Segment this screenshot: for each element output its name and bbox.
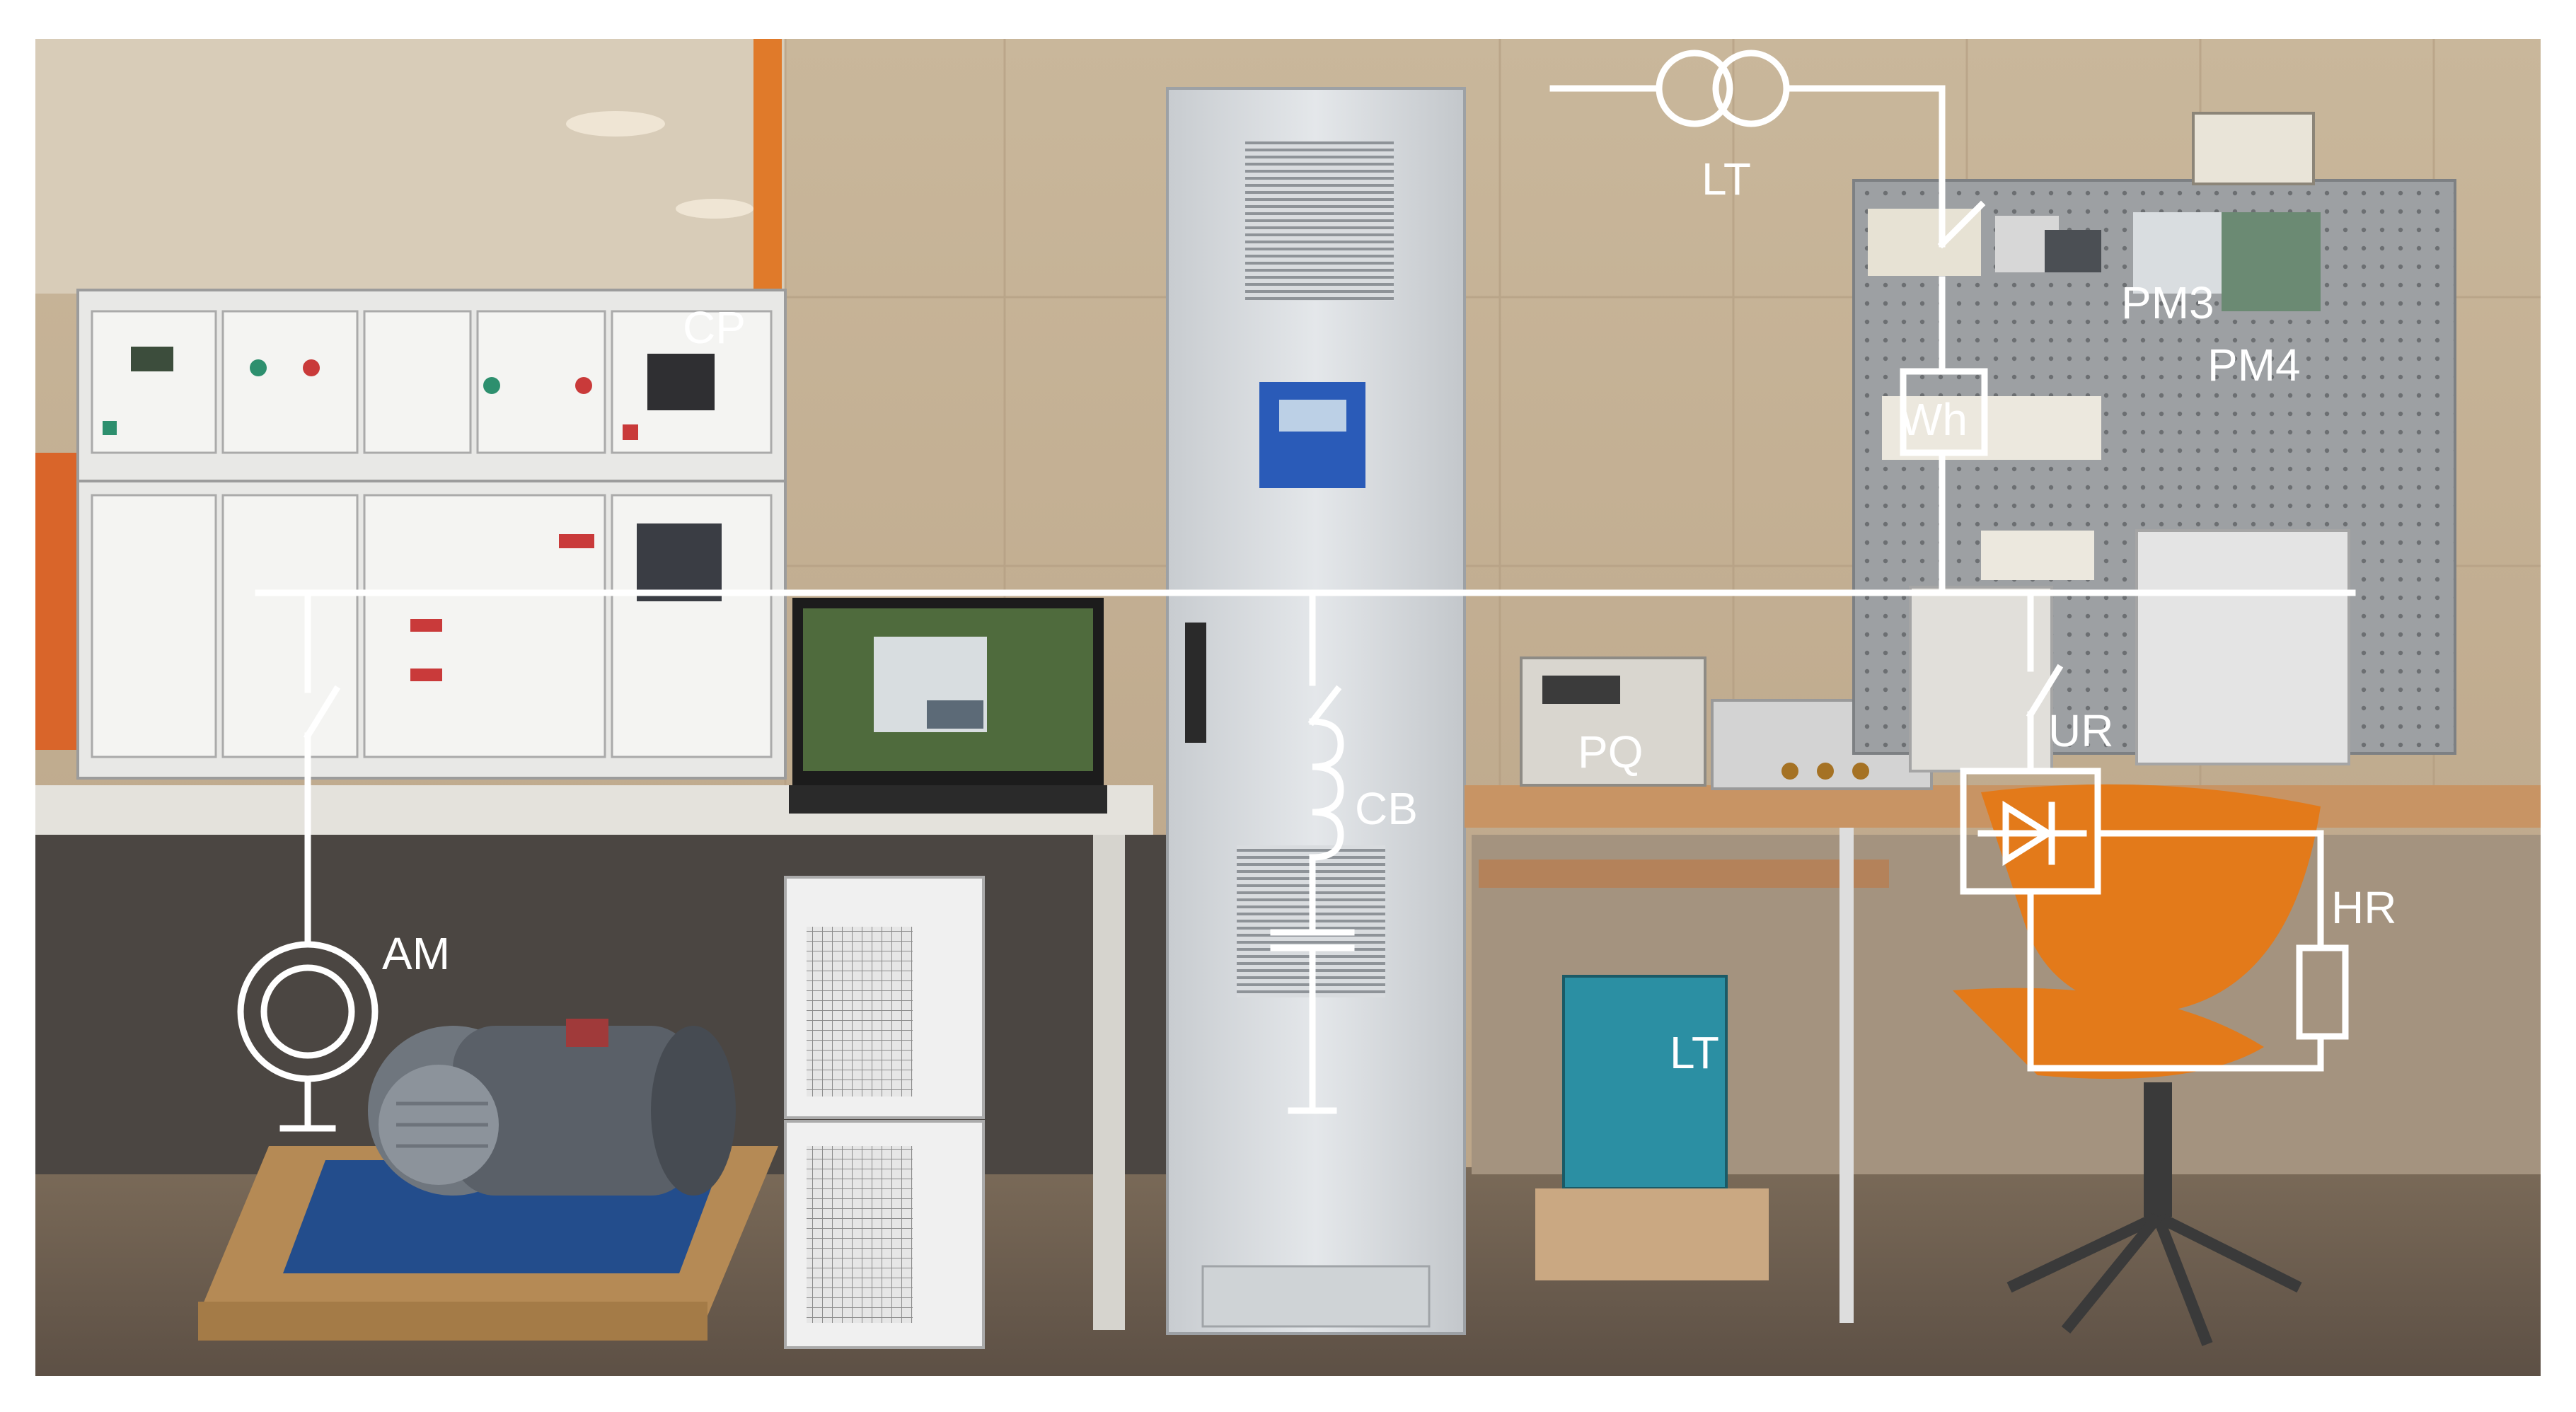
- label-wh: Wh: [1900, 394, 1968, 445]
- label-lt-bottom: LT: [1670, 1027, 1719, 1078]
- cb-inductor: [1309, 718, 1344, 861]
- label-pm4: PM4: [2207, 340, 2301, 390]
- diode-triangle: [2002, 800, 2055, 867]
- resistor-boxes: [784, 876, 985, 1349]
- meter-panel: [1852, 112, 2456, 772]
- right-bench: [1465, 656, 2541, 1323]
- main-switch: [1937, 200, 1986, 249]
- ur-switch: [2026, 664, 2064, 719]
- control-panel-bench: [35, 289, 1153, 1330]
- motor-symbol-inner: [260, 964, 355, 1059]
- diagram-labels: CP AM CB LT PQ LT PM3 PM4 Wh UR HR: [382, 154, 2396, 1078]
- induction-motor: [198, 1019, 778, 1341]
- label-cp: CP: [683, 302, 746, 353]
- single-line-diagram: [237, 50, 2356, 1132]
- transformer-winding-1: [1656, 50, 1733, 127]
- capacitor-bank-cabinet: [1166, 87, 1466, 1335]
- label-pm3: PM3: [2121, 277, 2214, 328]
- label-pq: PQ: [1578, 727, 1643, 777]
- am-switch: [303, 685, 341, 741]
- label-cb: CB: [1355, 783, 1418, 834]
- rectifier-to-hr: [2094, 830, 2324, 951]
- label-hr: HR: [2331, 882, 2396, 933]
- label-lt-top: LT: [1702, 154, 1751, 204]
- label-am: AM: [382, 928, 450, 979]
- cb-switch: [1307, 685, 1342, 727]
- hr-return: [2027, 888, 2324, 1072]
- label-ur: UR: [2048, 705, 2113, 756]
- monitor: [789, 598, 1107, 814]
